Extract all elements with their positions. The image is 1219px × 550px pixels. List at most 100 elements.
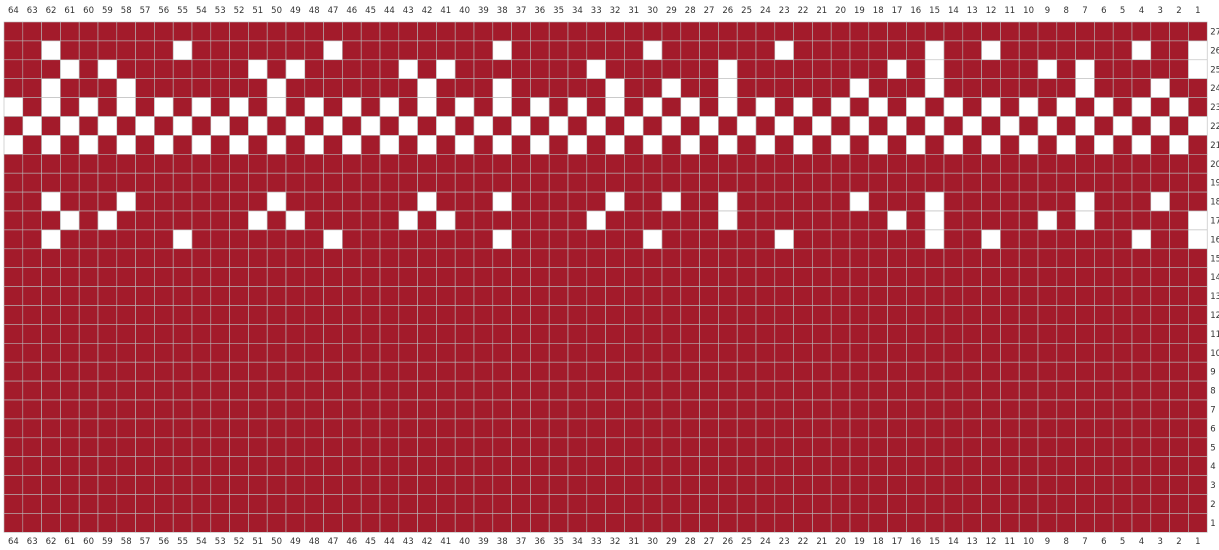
column-label-top: 33 xyxy=(591,6,602,16)
stitch-white xyxy=(925,60,944,79)
stitch-red xyxy=(79,60,98,79)
stitch-red xyxy=(305,173,324,192)
stitch-red xyxy=(1094,154,1113,173)
stitch-red xyxy=(1057,513,1076,532)
stitch-red xyxy=(455,457,474,476)
column-label-top: 59 xyxy=(102,6,113,16)
column-label-top: 17 xyxy=(892,6,903,16)
stitch-red xyxy=(418,306,437,325)
stitch-red xyxy=(662,438,681,457)
stitch-red xyxy=(1076,230,1095,249)
column-label-top: 18 xyxy=(873,6,884,16)
stitch-red xyxy=(1076,135,1095,154)
stitch-red xyxy=(136,98,155,117)
stitch-red xyxy=(662,60,681,79)
stitch-red xyxy=(1057,381,1076,400)
stitch-red xyxy=(831,343,850,362)
stitch-red xyxy=(154,306,173,325)
stitch-red xyxy=(1094,306,1113,325)
stitch-red xyxy=(794,343,813,362)
stitch-red xyxy=(963,41,982,60)
stitch-red xyxy=(906,495,925,514)
stitch-red xyxy=(154,79,173,98)
stitch-white xyxy=(643,98,662,117)
stitch-red xyxy=(436,135,455,154)
stitch-red xyxy=(1057,192,1076,211)
stitch-red xyxy=(530,400,549,419)
stitch-red xyxy=(963,287,982,306)
stitch-red xyxy=(568,41,587,60)
stitch-red xyxy=(530,324,549,343)
column-label-bottom: 32 xyxy=(610,537,621,547)
stitch-white xyxy=(267,98,286,117)
stitch-white xyxy=(587,211,606,230)
stitch-red xyxy=(869,268,888,287)
stitch-red xyxy=(380,230,399,249)
stitch-red xyxy=(117,457,136,476)
stitch-red xyxy=(23,60,42,79)
stitch-red xyxy=(568,343,587,362)
stitch-red xyxy=(42,476,61,495)
stitch-white xyxy=(794,98,813,117)
stitch-red xyxy=(775,513,794,532)
stitch-red xyxy=(418,211,437,230)
stitch-red xyxy=(211,476,230,495)
stitch-red xyxy=(888,324,907,343)
stitch-red xyxy=(1151,362,1170,381)
stitch-red xyxy=(1000,79,1019,98)
stitch-red xyxy=(154,268,173,287)
stitch-white xyxy=(154,98,173,117)
stitch-red xyxy=(1057,306,1076,325)
stitch-red xyxy=(1038,135,1057,154)
stitch-red xyxy=(1132,211,1151,230)
column-label-bottom: 14 xyxy=(948,537,959,547)
stitch-red xyxy=(23,173,42,192)
stitch-red xyxy=(418,476,437,495)
stitch-red xyxy=(568,513,587,532)
stitch-red xyxy=(530,192,549,211)
stitch-red xyxy=(869,79,888,98)
stitch-red xyxy=(662,249,681,268)
stitch-red xyxy=(286,306,305,325)
stitch-red xyxy=(1038,381,1057,400)
stitch-red xyxy=(888,513,907,532)
stitch-red xyxy=(1113,513,1132,532)
stitch-red xyxy=(1038,268,1057,287)
stitch-red xyxy=(982,419,1001,438)
stitch-white xyxy=(418,79,437,98)
stitch-white xyxy=(925,79,944,98)
stitch-red xyxy=(794,154,813,173)
stitch-red xyxy=(643,306,662,325)
stitch-red xyxy=(230,495,249,514)
stitch-white xyxy=(1188,117,1207,136)
column-label-bottom: 9 xyxy=(1045,537,1050,547)
stitch-red xyxy=(756,192,775,211)
stitch-red xyxy=(230,306,249,325)
stitch-red xyxy=(681,41,700,60)
stitch-red xyxy=(888,438,907,457)
column-label-bottom: 35 xyxy=(553,537,564,547)
stitch-red xyxy=(305,457,324,476)
column-label-bottom: 47 xyxy=(328,537,339,547)
stitch-white xyxy=(624,117,643,136)
stitch-red xyxy=(1151,211,1170,230)
stitch-red xyxy=(286,192,305,211)
stitch-red xyxy=(1113,249,1132,268)
stitch-red xyxy=(1170,211,1189,230)
column-label-bottom: 4 xyxy=(1139,537,1144,547)
stitch-red xyxy=(831,41,850,60)
stitch-red xyxy=(606,324,625,343)
stitch-red xyxy=(230,476,249,495)
stitch-red xyxy=(42,154,61,173)
stitch-red xyxy=(154,362,173,381)
stitch-red xyxy=(906,476,925,495)
stitch-red xyxy=(211,306,230,325)
stitch-red xyxy=(549,438,568,457)
stitch-red xyxy=(718,400,737,419)
stitch-red xyxy=(1038,173,1057,192)
stitch-white xyxy=(587,117,606,136)
stitch-white xyxy=(1170,98,1189,117)
stitch-red xyxy=(211,79,230,98)
stitch-red xyxy=(286,41,305,60)
stitch-red xyxy=(42,211,61,230)
